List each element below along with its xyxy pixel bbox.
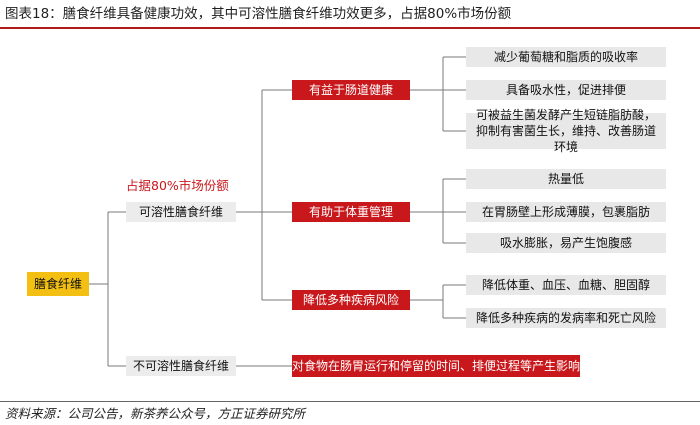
gut-detail-2: 具备吸水性，促进排便 [466,80,666,100]
benefit-disease-risk: 降低多种疾病风险 [292,290,410,310]
gut-detail-3: 可被益生菌发酵产生短链脂肪酸，抑制有害菌生长，维持、改善肠道环境 [466,108,666,154]
benefit-gut-health: 有益于肠道健康 [292,80,410,100]
weight-detail-1: 热量低 [466,169,666,189]
source-note: 资料来源：公司公告，新茶养公众号，方正证券研究所 [5,406,306,421]
soluble-fiber-node: 可溶性膳食纤维 [126,202,236,222]
gut-detail-1: 减少葡萄糖和脂质的吸收率 [466,47,666,67]
figure-title: 图表18：膳食纤维具备健康功效，其中可溶性膳食纤维功效更多，占据80%市场份额 [5,6,512,22]
root-node: 膳食纤维 [27,272,89,296]
weight-detail-3: 吸水膨胀，易产生饱腹感 [466,233,666,253]
title-divider [0,27,700,29]
weight-detail-2: 在胃肠壁上形成薄膜，包裹脂肪 [466,202,666,222]
market-share-annotation: 占据80%市场份额 [126,178,229,193]
benefit-weight-management: 有助于体重管理 [292,202,410,222]
insoluble-effect: 对食物在肠胃运行和停留的时间、排便过程等产生影响 [292,355,580,377]
source-divider [0,401,700,402]
disease-detail-2: 降低多种疾病的发病率和死亡风险 [466,308,666,328]
disease-detail-1: 降低体重、血压、血糖、胆固醇 [466,275,666,295]
insoluble-fiber-node: 不可溶性膳食纤维 [126,356,236,376]
